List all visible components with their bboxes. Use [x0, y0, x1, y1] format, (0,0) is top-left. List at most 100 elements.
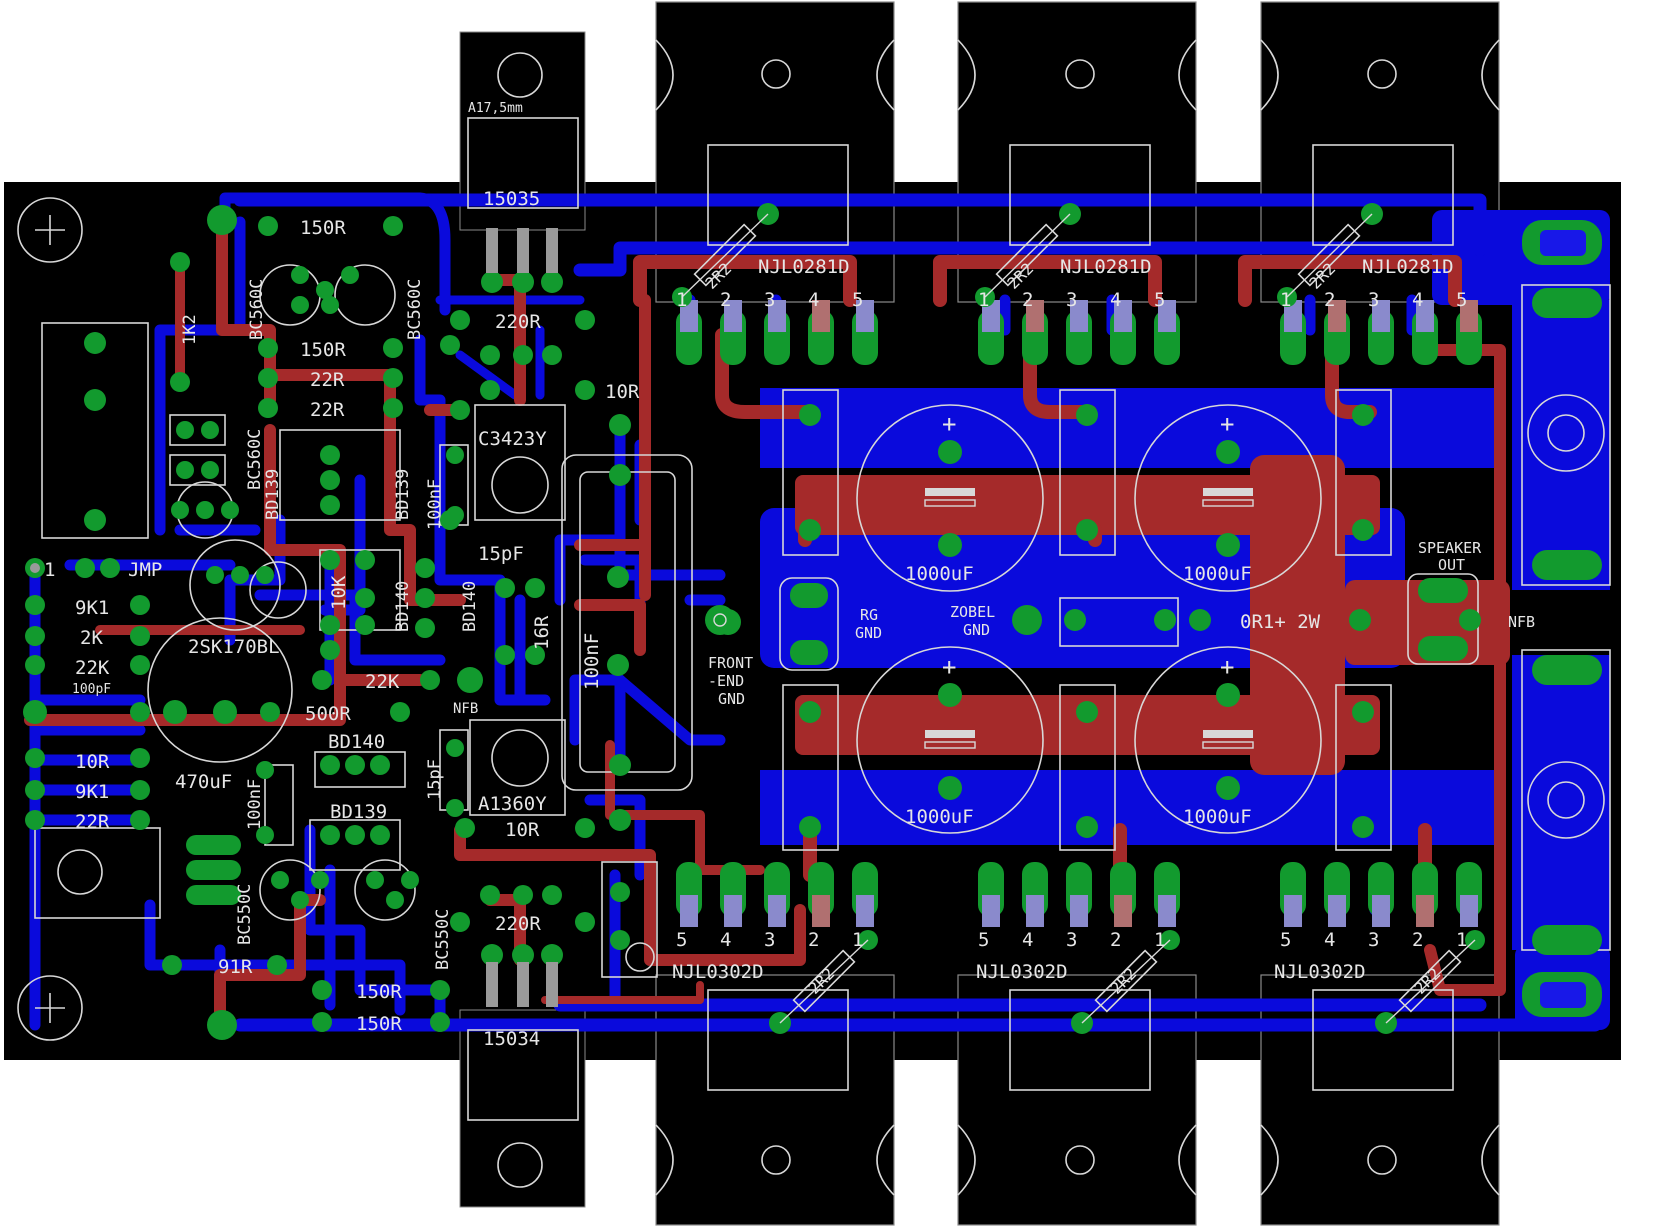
driver-pads [450, 228, 631, 1007]
speaker-out-label-1: SPEAKER [1418, 539, 1482, 557]
bottom-transistor-pads [676, 862, 1482, 927]
r91r-label: 91R [218, 956, 253, 978]
q-top-1-pin-5: 5 [852, 289, 863, 311]
r22-a-label: 22R [310, 369, 345, 391]
cap-main-3-label: 1000uF [905, 806, 974, 828]
q-top-1-pin-1: 1 [676, 289, 687, 311]
vas-r10r-bottom-label: 10R [505, 819, 540, 841]
q-top-2-pin-2: 2 [1022, 289, 1033, 311]
cap-main-1-label: 1000uF [905, 563, 974, 585]
jmp-label: JMP [128, 559, 162, 581]
q-top-1-pin-3: 3 [764, 289, 775, 311]
top-transistor-pads [676, 300, 1482, 365]
vas-q-bottom-label: A1360Y [478, 793, 547, 815]
r2k-label: 2K [80, 627, 103, 649]
c15pf-b-label: 15pF [425, 759, 445, 800]
vas-r10r-top-label: 10R [605, 381, 640, 403]
front-end-gnd-label-1: FRONT [708, 654, 753, 672]
front-end-gnd-label-3: GND [718, 690, 745, 708]
driver-bottom-label: 15034 [483, 1028, 540, 1050]
bd140-c-label: BD140 [328, 731, 385, 753]
q-bottom-1-pin-4: 4 [720, 929, 731, 951]
c100nf-a-label: 100nF [425, 479, 445, 530]
q-top-3-pin-4: 4 [1412, 289, 1423, 311]
jfet-label: 2SK170BL [188, 636, 280, 658]
q-bottom-3-pin-2: 2 [1412, 929, 1423, 951]
q-bottom-2-pin-4: 4 [1022, 929, 1033, 951]
cap-main-2-plus: + [1220, 410, 1234, 438]
zobel-gnd-label-1: ZOBEL [950, 603, 995, 621]
q-top-2-pin-3: 3 [1066, 289, 1077, 311]
q-bottom-3-pin-5: 5 [1280, 929, 1291, 951]
cap-main-4-plus: + [1220, 653, 1234, 681]
q-bottom-2-pin-5: 5 [978, 929, 989, 951]
silk-labels: NJL0281D NJL0281D NJL0281D 1 2 3 4 5 1 2… [44, 101, 1535, 1050]
zobel-resistor-label: 0R1+ 2W [1240, 611, 1321, 633]
bc560c-b-label: BC560C [405, 279, 425, 340]
rg-gnd-label-2: GND [855, 624, 882, 642]
q-bottom-2-pin-2: 2 [1110, 929, 1121, 951]
r10r-a-label: 10R [75, 751, 110, 773]
q-bottom-2-label: NJL0302D [976, 961, 1068, 983]
c470uf-label: 470uF [175, 771, 232, 793]
r150-b-label: 150R [300, 339, 346, 361]
bd140-b-label: BD140 [460, 581, 480, 632]
main-capacitors [782, 389, 1392, 851]
q-bottom-3-pin-4: 4 [1324, 929, 1335, 951]
r22r-c-label: 22R [75, 811, 110, 833]
rg-gnd-label-1: RG [860, 606, 878, 624]
r150-a-label: 150R [300, 217, 346, 239]
bd139-c-label: BD139 [330, 801, 387, 823]
driver-top-label: 15035 [483, 188, 540, 210]
jmp-pin-label: 1 [44, 559, 55, 581]
zobel-gnd-label-2: GND [963, 621, 990, 639]
q-top-3-pin-1: 1 [1280, 289, 1291, 311]
c100nf-c-label: 100nF [245, 779, 265, 830]
driver-top-note: A17,5mm [468, 101, 523, 116]
vas-q-top-label: C3423Y [478, 428, 547, 450]
r22k-b-label: 22K [75, 657, 110, 679]
bd139-a-label: BD139 [263, 469, 283, 520]
q-bottom-3-pin-1: 1 [1456, 929, 1467, 951]
front-end-gnd-pad [705, 605, 735, 635]
bd140-a-label: BD140 [393, 581, 413, 632]
q-bottom-2-pin-3: 3 [1066, 929, 1077, 951]
q-top-2-pin-4: 4 [1110, 289, 1121, 311]
silkscreen-layer [17, 39, 1611, 1196]
r500r-label: 500R [305, 703, 351, 725]
q-top-3-label: NJL0281D [1362, 256, 1454, 278]
output-nfb-label: NFB [1508, 613, 1535, 631]
front-end-pads [23, 205, 483, 1040]
capacitor-pads [715, 404, 1481, 838]
r22k-a-label: 22K [365, 671, 400, 693]
q-top-1-pin-4: 4 [808, 289, 819, 311]
q-top-1-label: NJL0281D [758, 256, 850, 278]
q-top-2-pin-5: 5 [1154, 289, 1165, 311]
q-top-3-pin-5: 5 [1456, 289, 1467, 311]
mounting-hole-top-left [17, 197, 83, 263]
r1k2-label: 1K2 [180, 314, 200, 345]
vas-r220-top-label: 220R [495, 311, 541, 333]
r10k-label: 10K [328, 575, 350, 610]
cap-main-1-plus: + [942, 410, 956, 438]
r16r-label: 16R [531, 615, 553, 650]
r150-c-label: 150R [356, 981, 402, 1003]
r9k1-b-label: 9K1 [75, 781, 109, 803]
bc560c-a-label: BC560C [247, 279, 267, 340]
q-top-2-label: NJL0281D [1060, 256, 1152, 278]
q-bottom-1-pin-5: 5 [676, 929, 687, 951]
cap-main-3-plus: + [942, 653, 956, 681]
speaker-terminal-pads [1522, 220, 1602, 1017]
pads [23, 203, 1602, 1040]
bc550c-a-label: BC550C [235, 884, 255, 945]
q-bottom-1-pin-1: 1 [852, 929, 863, 951]
front-end-gnd-label-2: -END [708, 672, 744, 690]
vas-r220-bottom-label: 220R [495, 913, 541, 935]
r9k1-a-label: 9K1 [75, 597, 109, 619]
bd139-b-label: BD139 [393, 469, 413, 520]
emitter-resistor-pads [672, 203, 1485, 1034]
r22-b-label: 22R [310, 399, 345, 421]
q-bottom-1-pin-3: 3 [764, 929, 775, 951]
q-bottom-2-pin-1: 1 [1154, 929, 1165, 951]
